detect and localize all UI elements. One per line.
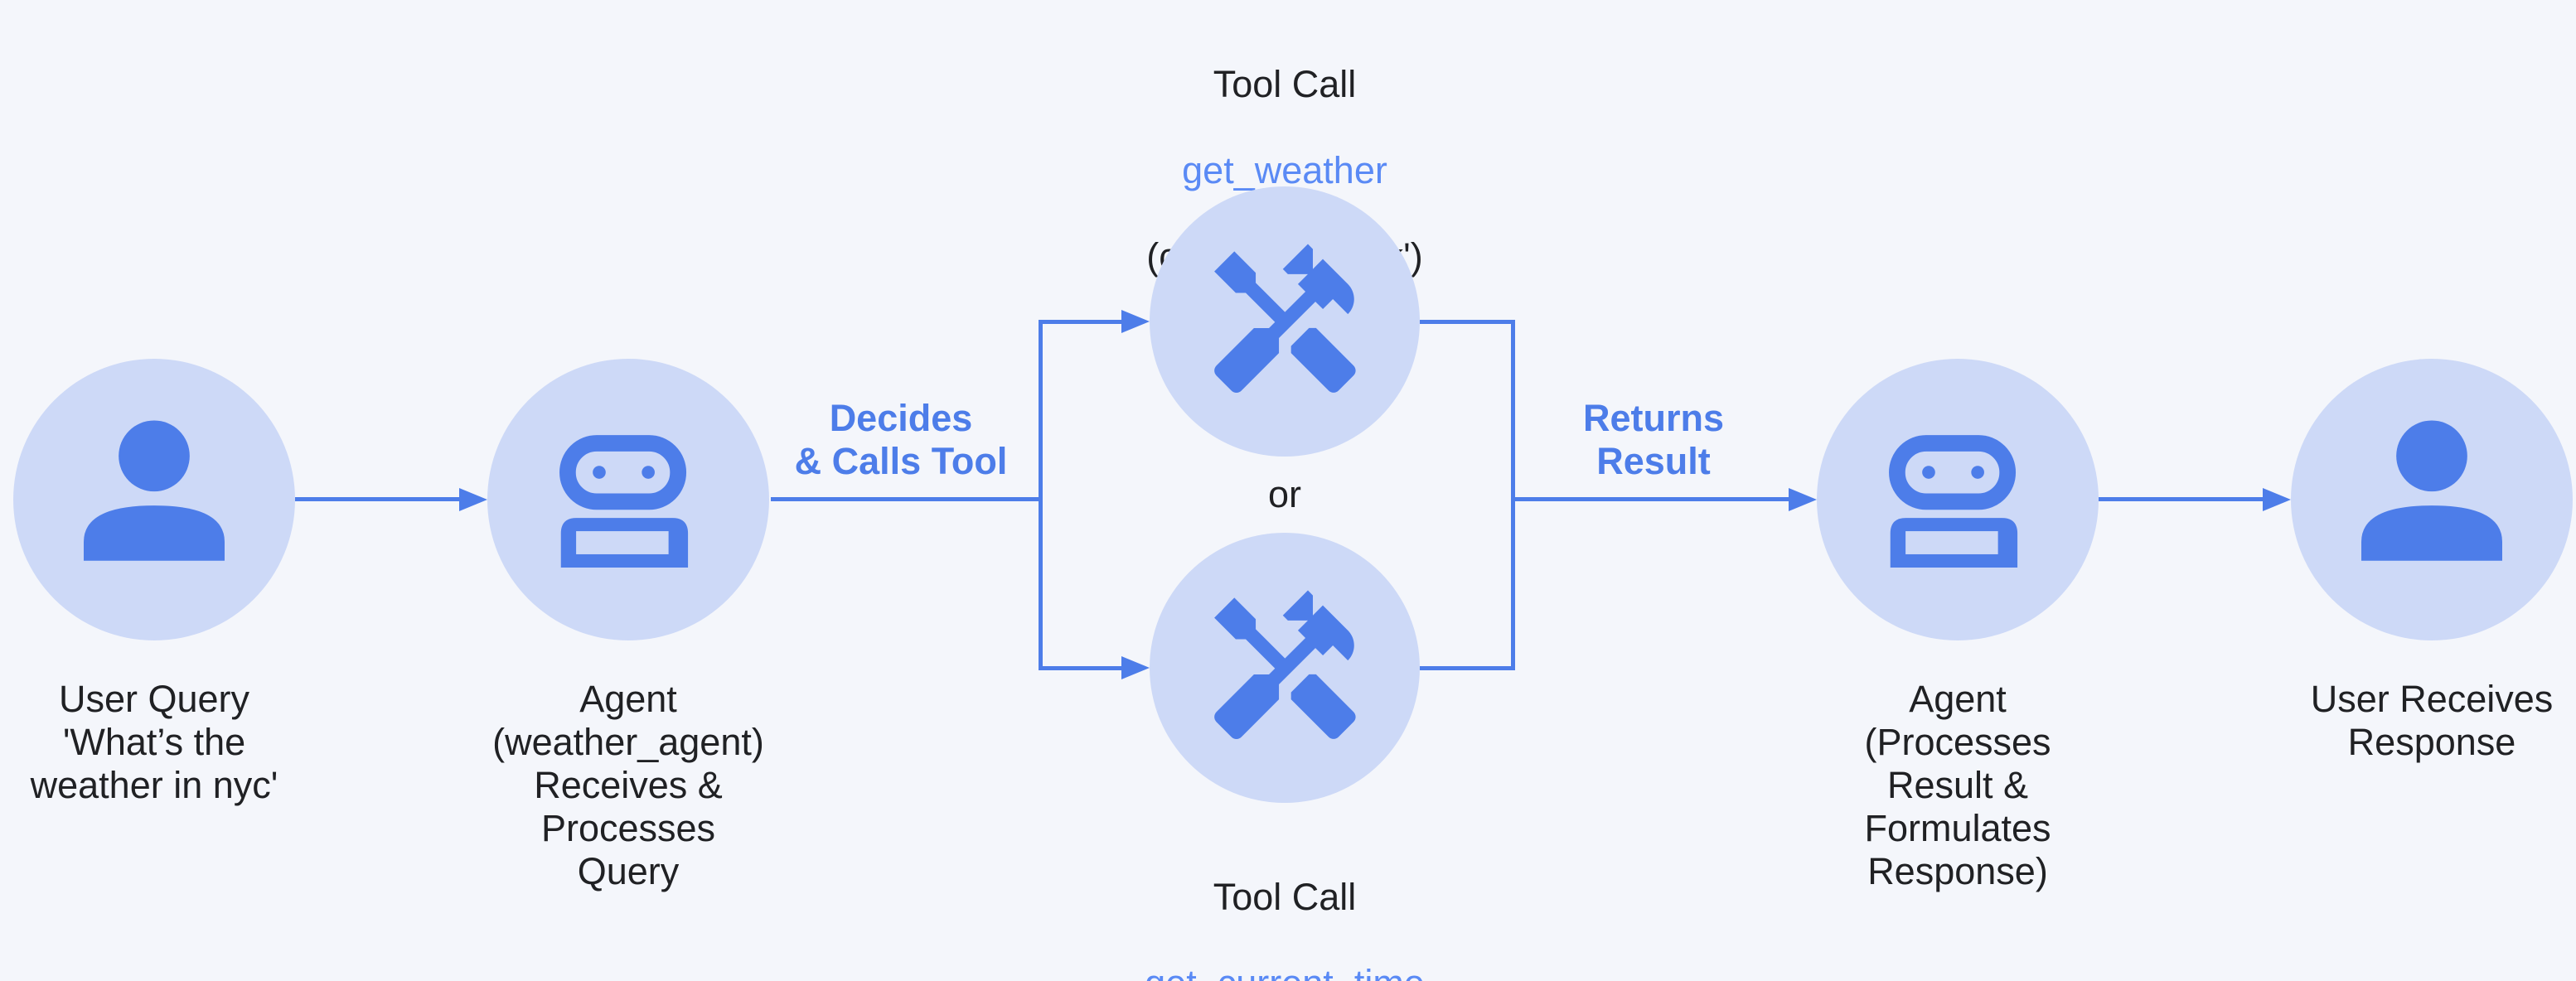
- arrow-user-to-agent-line: [295, 497, 459, 501]
- tool-call-title: Tool Call: [1213, 63, 1357, 105]
- user-query-label: User Query 'What’s the weather in nyc': [30, 678, 278, 806]
- agent-receives-label: Agent (weather_agent) Receives & Process…: [492, 678, 764, 892]
- tool-name-get-weather: get_weather: [1182, 149, 1387, 191]
- robot-icon: [1889, 435, 2018, 568]
- arrowhead-to-get-weather: [1121, 310, 1150, 333]
- tool-call-get-current-time-label: Tool Call get_current_time: [1036, 833, 1533, 981]
- line-get-weather-to-merge: [1420, 320, 1514, 324]
- or-label: or: [1267, 473, 1301, 515]
- arrowhead-to-get-current-time: [1121, 656, 1150, 679]
- node-user-query: [13, 359, 295, 640]
- person-icon: [2361, 420, 2502, 561]
- tool-call-title: Tool Call: [1213, 876, 1357, 918]
- arrowhead-agent-to-user: [2263, 488, 2291, 511]
- arrow-branch-to-get-weather-line: [1040, 320, 1123, 324]
- tool-name-get-current-time: get_current_time: [1036, 962, 1533, 981]
- handyman-tools-icon: [1213, 590, 1356, 739]
- arrowhead-user-to-agent: [459, 488, 487, 511]
- agent-processes-label: Agent (Processes Result & Formulates Res…: [1864, 678, 2051, 892]
- line-agent-to-branch: [771, 497, 1042, 501]
- node-agent-responds: [1817, 359, 2099, 640]
- branch-split-vertical-line: [1039, 320, 1043, 670]
- node-tool-get-weather: [1150, 186, 1420, 457]
- node-tool-get-current-time: [1150, 533, 1420, 803]
- arrow-merge-to-agent-line: [1513, 497, 1789, 501]
- arrowhead-merge-to-agent: [1789, 488, 1817, 511]
- arrow-agent-to-user-line: [2099, 497, 2263, 501]
- line-get-current-time-to-merge: [1420, 666, 1514, 670]
- person-icon: [84, 420, 225, 561]
- node-agent-receives: [487, 359, 769, 640]
- decides-calls-tool-label: Decides & Calls Tool: [794, 397, 1008, 482]
- returns-result-label: Returns Result: [1582, 397, 1725, 482]
- node-user-receives: [2291, 359, 2573, 640]
- handyman-tools-icon: [1213, 244, 1356, 393]
- arrow-branch-to-get-current-time-line: [1040, 666, 1123, 670]
- merge-vertical-line: [1511, 320, 1515, 670]
- robot-icon: [559, 435, 689, 568]
- user-receives-label: User Receives Response: [2310, 678, 2554, 763]
